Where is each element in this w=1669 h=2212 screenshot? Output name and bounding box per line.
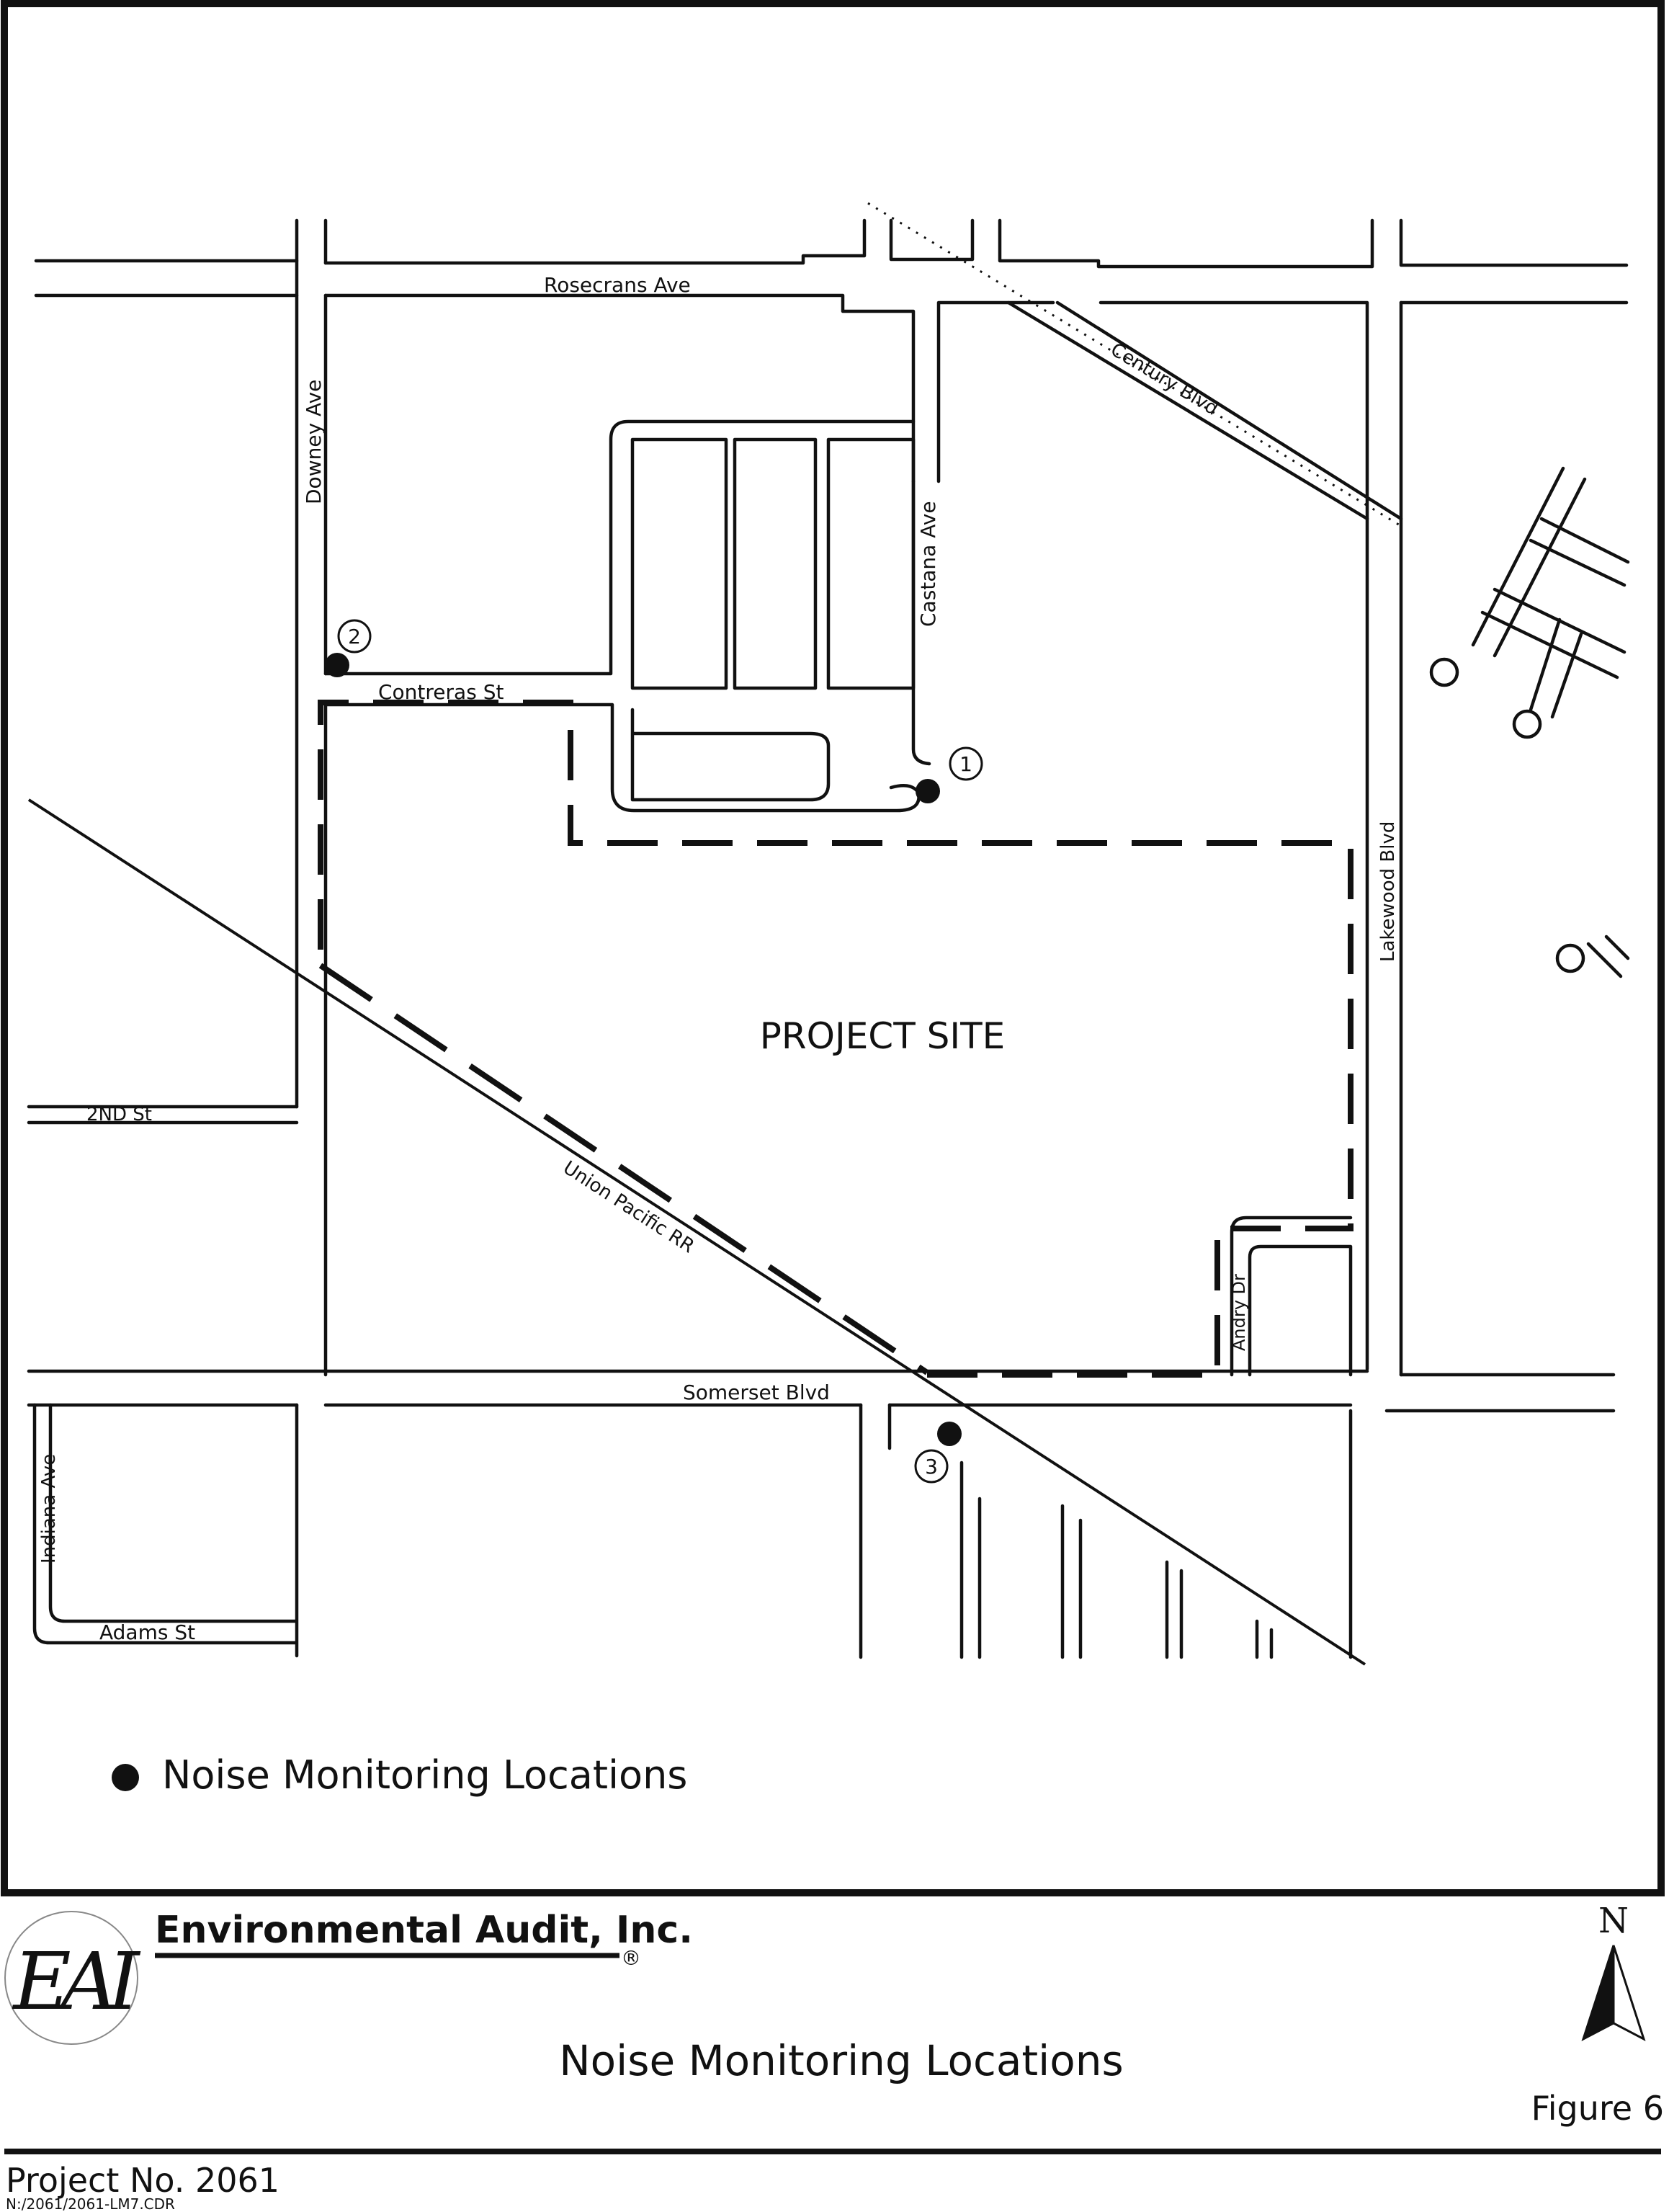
legend-dot-icon <box>112 1764 139 1791</box>
eai-logo-circle <box>4 1911 138 2045</box>
figure-label: Figure 6 <box>1531 2089 1664 2128</box>
road-network <box>27 202 1630 1659</box>
railroad-ties <box>28 798 1366 1666</box>
map-frame <box>1 0 1665 1896</box>
monitoring-point-1-badge <box>949 746 983 781</box>
road-downey-edges <box>295 218 328 1377</box>
legend: Noise Monitoring Locations <box>112 1752 687 1798</box>
monitoring-point-3-number: 3 <box>925 1455 938 1479</box>
monitoring-point-3: 3 <box>914 1422 962 1484</box>
monitoring-point-2-number: 2 <box>348 625 361 648</box>
road-lakewood-edges <box>1365 300 1403 1377</box>
eai-logo-text: EAI <box>12 1935 141 2028</box>
project-number: Project No. 2061 <box>6 2161 279 2200</box>
label-second: 2ND St <box>86 1104 152 1125</box>
road-somerset-north-edge <box>27 1369 1616 1377</box>
label-contreras: Contreras St <box>378 680 504 704</box>
road-rosecrans-north-edge <box>34 218 1629 269</box>
culdesac-mid <box>1512 709 1542 739</box>
label-somerset: Somerset Blvd <box>683 1381 830 1404</box>
label-century: Century Blvd <box>1106 339 1222 420</box>
road-south-side-streets <box>859 1403 1353 1659</box>
label-adams: Adams St <box>99 1620 195 1644</box>
project-site-boundary <box>318 700 1353 1378</box>
label-rosecrans: Rosecrans Ave <box>544 273 691 297</box>
monitoring-point-2-marker <box>325 653 349 677</box>
title-block: EAI Environmental Audit, Inc. ® N Noise … <box>4 1901 1664 2212</box>
north-arrow-icon <box>1612 1945 1646 2042</box>
label-lakewood: Lakewood Blvd <box>1377 821 1399 962</box>
monitoring-point-2: 2 <box>325 619 372 677</box>
culdesac-streets <box>1471 466 1630 978</box>
north-arrow-fill <box>1581 1945 1615 2042</box>
label-andry: Andry Dr <box>1229 1274 1249 1351</box>
label-downey: Downey Ave <box>302 380 326 504</box>
monitoring-point-1: 1 <box>916 746 983 803</box>
road-rosecrans-south-edge <box>34 293 1629 521</box>
company-name: Environmental Audit, Inc. <box>155 1909 693 1952</box>
monitoring-point-3-marker <box>937 1422 962 1446</box>
label-indiana: Indiana Ave <box>38 1454 60 1564</box>
street-labels: Rosecrans Ave Century Blvd Downey Ave Ca… <box>38 273 1399 1644</box>
road-century <box>1006 300 1403 521</box>
road-indiana-adams <box>32 1403 299 1658</box>
file-path: N:/2061/2061-LM7.CDR <box>6 2195 175 2212</box>
road-andry <box>1230 1216 1353 1377</box>
monitoring-point-1-number: 1 <box>959 752 972 776</box>
legend-label: Noise Monitoring Locations <box>162 1752 687 1798</box>
road-contreras <box>323 419 931 813</box>
map-title: Noise Monitoring Locations <box>559 2036 1123 2085</box>
culdesac-east <box>1555 943 1585 973</box>
road-somerset-south-edge <box>27 1403 1616 1413</box>
label-castana: Castana Ave <box>916 501 940 627</box>
monitoring-point-2-badge <box>337 619 372 654</box>
road-century-centerline <box>867 202 1402 527</box>
parking-lots <box>630 437 916 802</box>
project-site-rail-boundary <box>318 963 929 1375</box>
culdesac-west <box>1429 657 1459 687</box>
north-label: N <box>1598 1901 1629 1941</box>
railroad-track <box>27 798 1366 1666</box>
registered-mark: ® <box>621 1946 641 1970</box>
monitoring-point-1-marker <box>916 779 940 803</box>
project-site-label: PROJECT SITE <box>760 1015 1006 1057</box>
road-second <box>27 1105 299 1125</box>
monitoring-point-3-badge <box>914 1449 949 1484</box>
